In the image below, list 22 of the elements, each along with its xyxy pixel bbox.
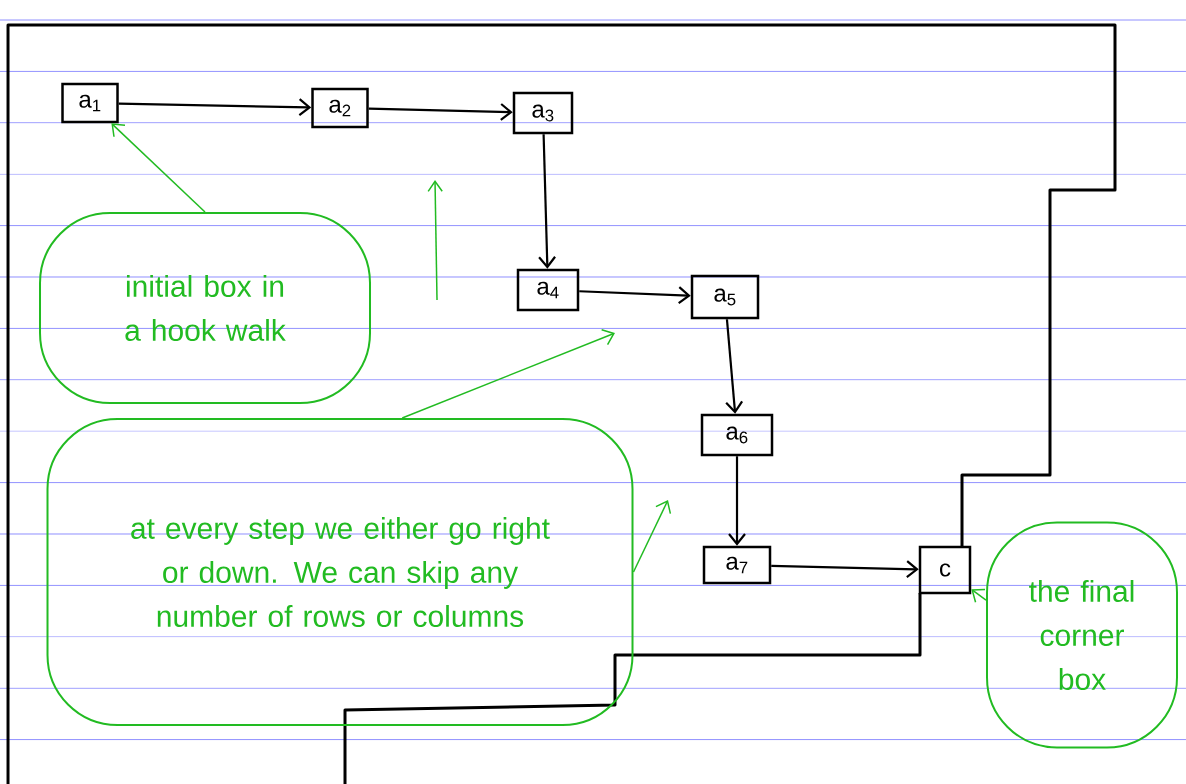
arrow [538,134,556,269]
note-bubble: at every step we either go right or down. We can skip any number of rows or columns [46,418,634,726]
letter-box: a$_{6}$ [700,413,774,457]
arrow [401,328,615,419]
letter-box: a$_{2}$ [311,87,369,129]
arrow [111,123,206,213]
arrow [118,98,312,117]
arrow [632,500,672,573]
arrow [725,319,744,414]
letter-box: c [918,545,972,595]
arrow [579,286,691,305]
letter-box: a$_{3}$ [512,91,574,135]
note-bubble: initial box in a hook walk [39,212,371,404]
letter-box: a$_{5}$ [690,274,760,320]
letter-box: a$_{1}$ [61,82,119,124]
arrow [368,103,513,121]
note-bubble: the final corner box [986,521,1178,749]
arrow [728,456,746,546]
letter-box: a$_{4}$ [516,268,580,312]
arrow [971,588,987,604]
arrow [771,560,919,578]
letter-box: a$_{7}$ [702,545,772,585]
